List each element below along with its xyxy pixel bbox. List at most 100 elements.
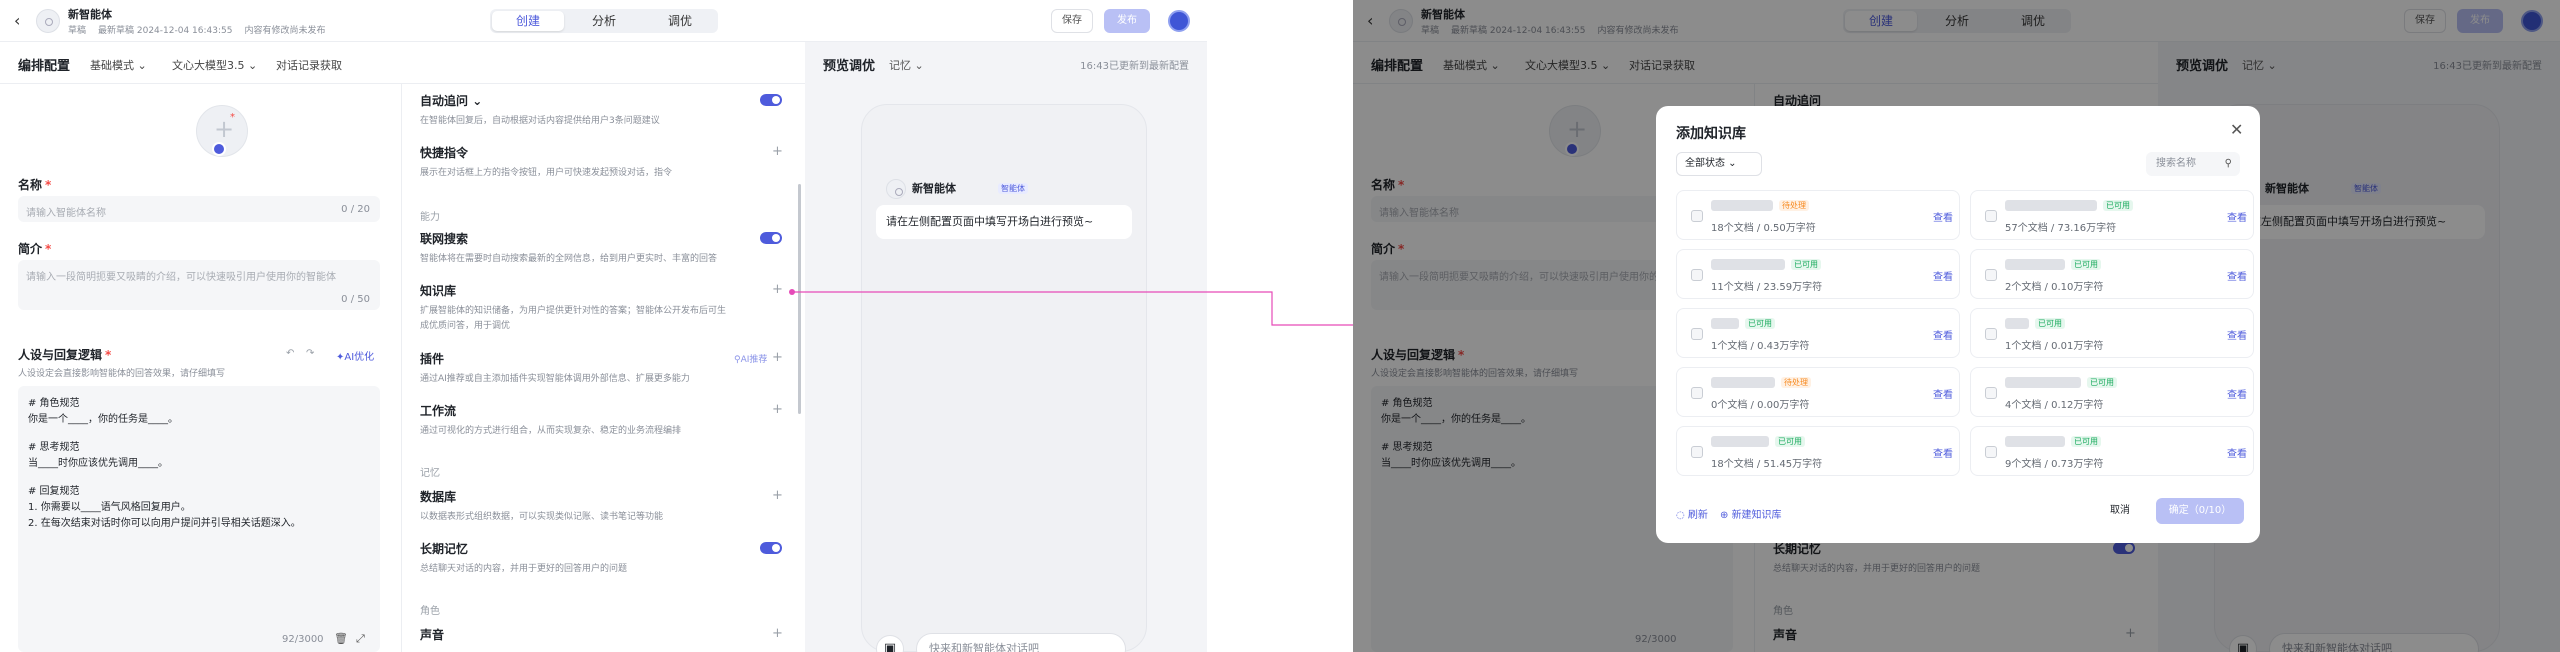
model-dropdown[interactable]: 文心大模型3.5 ⌄ bbox=[1525, 59, 1611, 72]
view-link[interactable]: 查看 bbox=[2227, 213, 2247, 224]
status-badge: 待处理 bbox=[1779, 200, 1809, 211]
user-avatar[interactable] bbox=[1168, 10, 1190, 32]
knowledge-checkbox[interactable] bbox=[1985, 269, 1997, 281]
back-arrow-icon[interactable]: ‹ bbox=[14, 11, 21, 30]
confirm-button[interactable]: 确定（0/10） bbox=[2156, 498, 2244, 524]
undo-icon[interactable]: ↶ bbox=[286, 348, 295, 359]
auto-ask-toggle[interactable] bbox=[760, 94, 782, 106]
mode-dropdown[interactable]: 基础模式 ⌄ bbox=[90, 59, 147, 72]
avatar-upload[interactable] bbox=[1549, 105, 1601, 157]
user-avatar[interactable] bbox=[2521, 10, 2543, 32]
view-link[interactable]: 查看 bbox=[2227, 331, 2247, 342]
ai-recommend-button[interactable]: ⚲AI推荐 bbox=[734, 355, 768, 365]
auto-ask-title: 自动追问 bbox=[1773, 94, 1822, 108]
knowledge-checkbox[interactable] bbox=[1985, 387, 1997, 399]
trash-icon[interactable]: 🗑 bbox=[334, 632, 348, 645]
preview-bot-tag: 智能体 bbox=[2351, 183, 2381, 194]
welcome-bubble: 请在左侧配置页面中填写开场白进行预览~ bbox=[876, 205, 1132, 239]
add-voice-icon[interactable]: + bbox=[2125, 626, 2136, 641]
refresh-link[interactable]: ◌ 刷新 bbox=[1676, 510, 1708, 521]
new-knowledge-link[interactable]: ⊕ 新建知识库 bbox=[1720, 510, 1782, 521]
status-filter[interactable]: 全部状态 ⌄ bbox=[1676, 152, 1762, 176]
status-badge: 已可用 bbox=[2087, 377, 2117, 388]
ai-recommend-label: AI推荐 bbox=[740, 355, 768, 365]
add-shortcut-icon[interactable]: + bbox=[772, 144, 783, 159]
long-memory-toggle[interactable] bbox=[2113, 542, 2135, 554]
tab-tune[interactable]: 调优 bbox=[667, 14, 692, 28]
view-link[interactable]: 查看 bbox=[2227, 390, 2247, 401]
knowledge-name-blurred bbox=[2005, 318, 2029, 329]
memory-dropdown[interactable]: 记忆 ⌄ bbox=[2242, 59, 2277, 72]
ai-avatar-icon[interactable] bbox=[212, 142, 226, 156]
cancel-button[interactable]: 取消 bbox=[2110, 505, 2130, 516]
panel-scrollbar[interactable] bbox=[798, 184, 801, 414]
view-link[interactable]: 查看 bbox=[1933, 449, 1953, 460]
back-arrow-icon[interactable]: ‹ bbox=[1367, 11, 1374, 30]
web-search-section: 联网搜索智能体将在需要时自动搜索最新的全网信息，给到用户更实时、丰富的回答 bbox=[420, 230, 790, 264]
tab-analyze[interactable]: 分析 bbox=[591, 14, 616, 28]
knowledge-name-blurred bbox=[1711, 200, 1773, 211]
add-plugin-icon[interactable]: + bbox=[772, 350, 783, 365]
knowledge-checkbox[interactable] bbox=[1691, 328, 1703, 340]
view-link[interactable]: 查看 bbox=[1933, 390, 1953, 401]
database-section: 数据库以数据表形式组织数据，可以实现类似记账、读书笔记等功能 bbox=[420, 488, 790, 522]
tab-create[interactable]: 创建 bbox=[1845, 11, 1917, 31]
history-link[interactable]: 对话记录获取 bbox=[1629, 59, 1695, 72]
knowledge-checkbox[interactable] bbox=[1691, 210, 1703, 222]
redo-icon[interactable]: ↷ bbox=[306, 348, 315, 359]
memory-dropdown[interactable]: 记忆 ⌄ bbox=[889, 59, 924, 72]
web-search-toggle[interactable] bbox=[760, 232, 782, 244]
knowledge-checkbox[interactable] bbox=[1691, 446, 1703, 458]
view-link[interactable]: 查看 bbox=[1933, 213, 1953, 224]
history-link[interactable]: 对话记录获取 bbox=[276, 59, 342, 72]
add-knowledge-icon[interactable]: + bbox=[772, 282, 783, 297]
knowledge-checkbox[interactable] bbox=[1985, 210, 1997, 222]
long-memory-toggle[interactable] bbox=[760, 542, 782, 554]
ai-avatar-icon[interactable] bbox=[1565, 142, 1579, 156]
bot-avatar bbox=[36, 9, 60, 33]
add-workflow-icon[interactable]: + bbox=[772, 402, 783, 417]
model-dropdown[interactable]: 文心大模型3.5 ⌄ bbox=[172, 59, 258, 72]
save-button[interactable]: 保存 bbox=[1051, 9, 1093, 33]
view-link[interactable]: 查看 bbox=[2227, 449, 2247, 460]
publish-button[interactable]: 发布 bbox=[1104, 9, 1150, 33]
mode-label: 基础模式 bbox=[90, 59, 134, 72]
long-memory-desc: 总结聊天对话的内容，并用于更好的回答用户的问题 bbox=[420, 564, 628, 574]
name-count: 0 / 20 bbox=[341, 204, 370, 215]
view-link[interactable]: 查看 bbox=[2227, 272, 2247, 283]
tab-create[interactable]: 创建 bbox=[492, 11, 564, 31]
prompt-editor[interactable]: # 角色规范 你是一个____，你的任务是____。 # 思考规范 当____时… bbox=[18, 386, 380, 652]
mode-dropdown[interactable]: 基础模式 ⌄ bbox=[1443, 59, 1500, 72]
model-label: 文心大模型3.5 bbox=[1525, 59, 1598, 72]
view-link[interactable]: 查看 bbox=[1933, 272, 1953, 283]
close-icon[interactable]: ✕ bbox=[2230, 120, 2244, 139]
tab-tune[interactable]: 调优 bbox=[2020, 14, 2045, 28]
publish-button[interactable]: 发布 bbox=[2457, 9, 2503, 33]
prompt-label-text: 人设与回复逻辑 bbox=[18, 348, 103, 362]
long-memory-title: 长期记忆 bbox=[420, 542, 469, 556]
knowledge-checkbox[interactable] bbox=[1691, 269, 1703, 281]
knowledge-checkbox[interactable] bbox=[1985, 328, 1997, 340]
knowledge-checkbox[interactable] bbox=[1985, 446, 1997, 458]
knowledge-checkbox[interactable] bbox=[1691, 387, 1703, 399]
ai-optimize-button[interactable]: ✦AI优化 bbox=[336, 352, 375, 363]
add-voice-icon[interactable]: + bbox=[772, 626, 783, 641]
save-button[interactable]: 保存 bbox=[2404, 9, 2446, 33]
search-input[interactable]: 搜索名称⚲ bbox=[2146, 152, 2240, 176]
add-database-icon[interactable]: + bbox=[772, 488, 783, 503]
view-link[interactable]: 查看 bbox=[1933, 331, 1953, 342]
tab-analyze[interactable]: 分析 bbox=[1944, 14, 1969, 28]
expand-icon[interactable]: ⤢ bbox=[356, 632, 365, 645]
